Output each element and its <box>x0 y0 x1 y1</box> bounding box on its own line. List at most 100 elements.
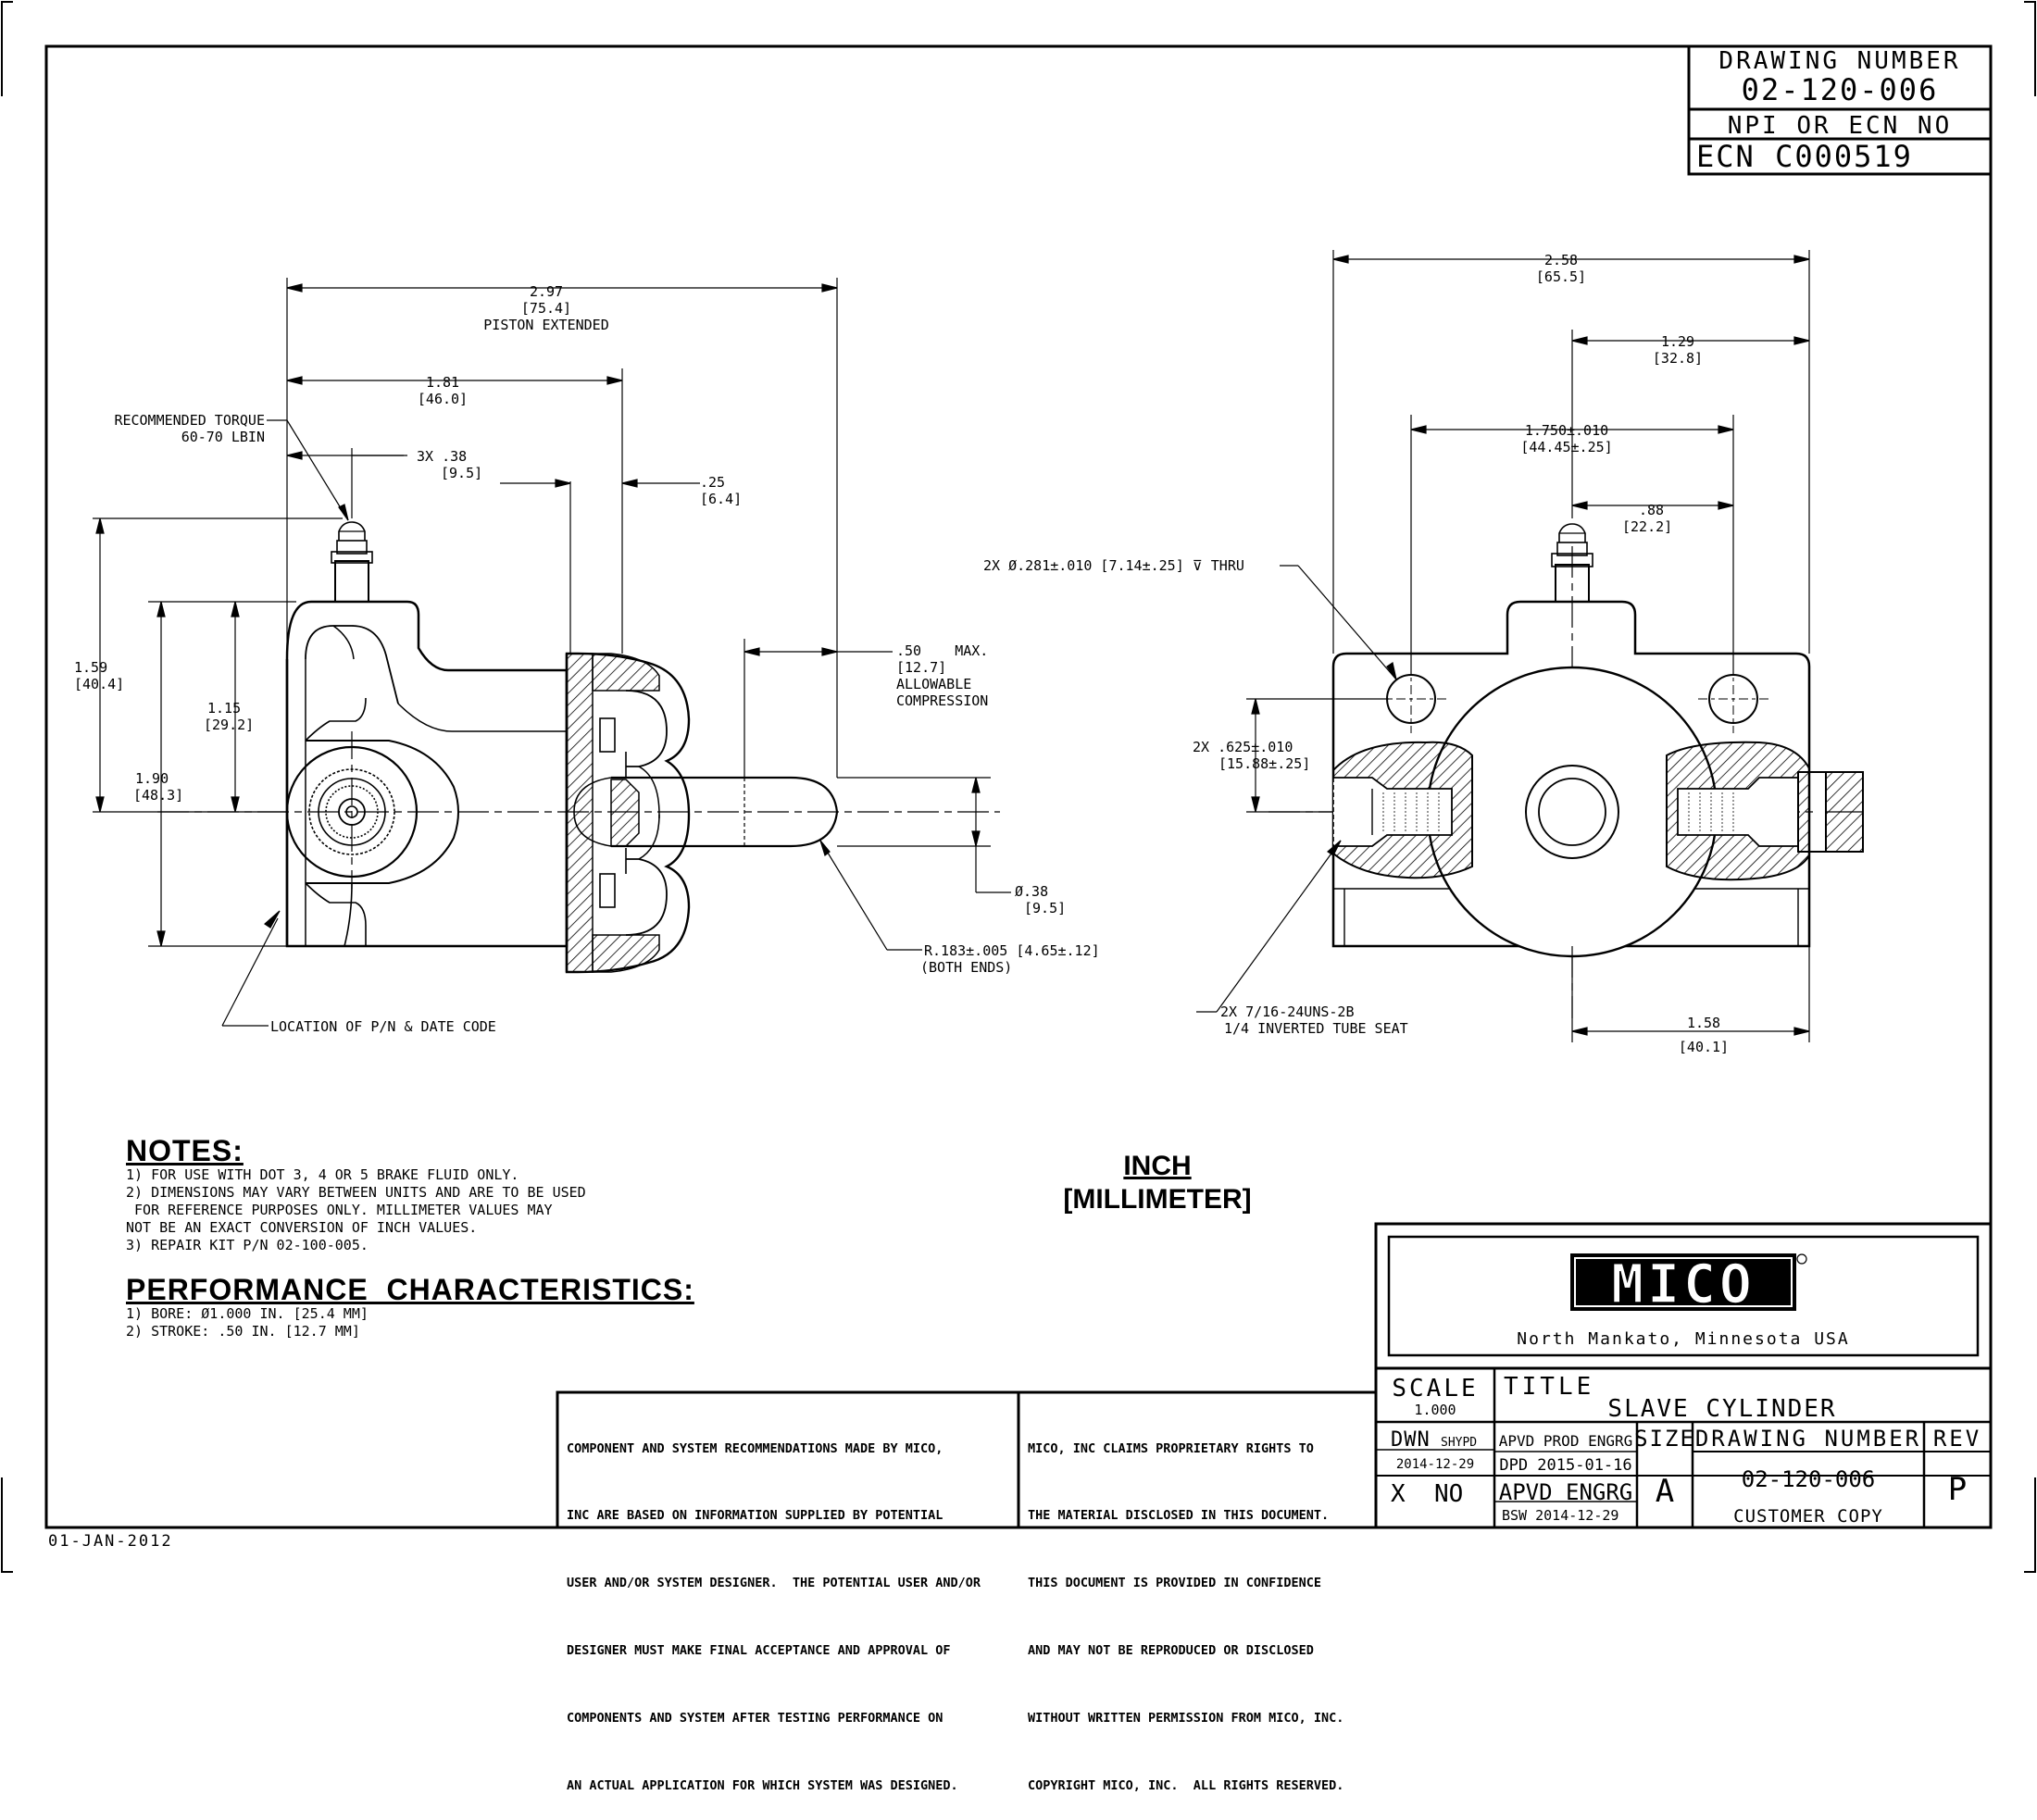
title-block-text: SCALE 1.000 TITLE SLAVE CYLINDER DWN SHY… <box>1391 1373 1981 1527</box>
mico-logo-text: MICO <box>1611 1253 1756 1315</box>
right-view <box>1268 523 1864 1018</box>
top-title-box <box>1687 44 1993 176</box>
dim-297-note: PISTON EXTENDED <box>483 317 608 333</box>
units-primary: INCH <box>1123 1151 1192 1181</box>
apvd-engrg-label: APVD ENGRG <box>1499 1479 1633 1505</box>
dim-1750-mm: [44.45±.25] <box>1520 439 1612 455</box>
dim-297: 2.97 <box>530 283 563 300</box>
dim-258-mm: [65.5] <box>1536 268 1586 285</box>
title-block-frame <box>556 1222 1993 1529</box>
notes-section: NOTES: 1) FOR USE WITH DOT 3, 4 OR 5 BRA… <box>126 1135 719 1254</box>
dim-115: 1.15 <box>207 700 241 717</box>
dim-115-mm: [29.2] <box>204 717 254 733</box>
scale-label: SCALE <box>1392 1375 1478 1402</box>
dim-159: 1.59 <box>74 659 107 676</box>
performance-line: 1) BORE: Ø1.000 IN. [25.4 MM] <box>126 1305 369 1322</box>
units-legend: INCH [MILLIMETER] <box>1046 1150 1268 1216</box>
dim-625-mm: [15.88±.25] <box>1218 755 1310 772</box>
units-secondary: [MILLIMETER] <box>1063 1184 1252 1215</box>
customer-copy: CUSTOMER COPY <box>1733 1506 1883 1527</box>
dim-r183: R.183±.005 [4.65±.12] <box>924 942 1100 959</box>
dim-50-note1: ALLOWABLE <box>896 676 971 692</box>
dim-190: 1.90 <box>135 770 169 787</box>
note-line: 1) FOR USE WITH DOT 3, 4 OR 5 BRAKE FLUI… <box>126 1166 519 1183</box>
disclaimer-line: WITHOUT WRITTEN PERMISSION FROM MICO, IN… <box>1028 1711 1344 1727</box>
note-line: NOT BE AN EXACT CONVERSION OF INCH VALUE… <box>126 1219 478 1236</box>
dwg-number: 02-120-006 <box>1742 1466 1876 1492</box>
size-value: A <box>1656 1473 1674 1510</box>
dim-181-mm: [46.0] <box>418 391 468 407</box>
dim-88-mm: [22.2] <box>1622 518 1672 535</box>
dim-50-note2: COMPRESSION <box>896 692 988 709</box>
dim-190-mm: [48.3] <box>133 787 183 804</box>
torque-line1: RECOMMENDED TORQUE <box>114 412 265 429</box>
xno: X NO <box>1391 1480 1463 1508</box>
rev-label: REV <box>1933 1426 1981 1452</box>
corner-marks <box>1 1 2036 1573</box>
apvd-engrg-value: BSW 2014-12-29 <box>1502 1507 1618 1524</box>
dim-dia38: Ø.38 <box>1015 883 1048 900</box>
dim-181: 1.81 <box>426 374 459 391</box>
dim-50-mm: [12.7] <box>896 659 946 676</box>
dim-3x38: 3X .38 <box>417 448 467 465</box>
thread-note1: 2X 7/16-24UNS-2B <box>1220 1003 1355 1020</box>
left-dims <box>93 278 1011 1027</box>
performance-line: 2) STROKE: .50 IN. [12.7 MM] <box>126 1323 360 1340</box>
disclaimer-line: COMPONENTS AND SYSTEM AFTER TESTING PERF… <box>567 1711 944 1727</box>
dim-158: 1.58 <box>1687 1015 1720 1031</box>
size-label: SIZE <box>1634 1426 1695 1452</box>
dim-1750: 1.750±.010 <box>1525 422 1608 439</box>
dim-dia38-mm: [9.5] <box>1024 900 1066 916</box>
dim-50: .50 MAX. <box>896 642 988 659</box>
note-line: 2) DIMENSIONS MAY VARY BETWEEN UNITS AND… <box>126 1184 586 1201</box>
dwn-by: SHYPD <box>1441 1436 1477 1450</box>
disclaimer-line: USER AND/OR SYSTEM DESIGNER. THE POTENTI… <box>567 1576 981 1591</box>
disclaimer-line: COPYRIGHT MICO, INC. ALL RIGHTS RESERVED… <box>1028 1778 1344 1794</box>
disclaimer-line: INC ARE BASED ON INFORMATION SUPPLIED BY… <box>567 1508 944 1524</box>
company-location: North Mankato, Minnesota USA <box>1517 1329 1849 1349</box>
footer-date: 01-JAN-2012 <box>48 1532 173 1551</box>
dim-3x38-mm: [9.5] <box>441 465 482 481</box>
notes-heading: NOTES: <box>126 1134 244 1167</box>
dim-625: 2X .625±.010 <box>1193 739 1293 755</box>
dim-158-mm: [40.1] <box>1679 1039 1729 1055</box>
dwg-number-label: DRAWING NUMBER <box>1695 1426 1921 1452</box>
scale-value: 1.000 <box>1414 1402 1456 1418</box>
disclaimer-line: DESIGNER MUST MAKE FINAL ACCEPTANCE AND … <box>567 1643 951 1659</box>
top-dwg-label: DRAWING NUMBER <box>1718 47 1960 75</box>
left-view <box>157 521 1000 974</box>
apvd-prod-label: APVD PROD ENGRG <box>1499 1432 1633 1450</box>
title-label: TITLE <box>1504 1373 1594 1401</box>
title-value: SLAVE CYLINDER <box>1607 1395 1836 1423</box>
disclaimer-line: AN ACTUAL APPLICATION FOR WHICH SYSTEM W… <box>567 1778 958 1794</box>
loc-note: LOCATION OF P/N & DATE CODE <box>270 1018 496 1035</box>
thread-note2: 1/4 INVERTED TUBE SEAT <box>1224 1020 1408 1037</box>
hole-note: 2X Ø.281±.010 [7.14±.25] ⊽ THRU <box>983 557 1244 574</box>
dim-r183-note: (BOTH ENDS) <box>920 959 1012 976</box>
mico-logo: MICO <box>1570 1252 1807 1316</box>
top-npi-label: NPI OR ECN NO <box>1728 112 1953 140</box>
dim-129-mm: [32.8] <box>1653 350 1703 367</box>
dim-258: 2.58 <box>1544 252 1578 268</box>
drawing-canvas: DRAWING NUMBER 02-120-006 NPI OR ECN NO … <box>1 1 2036 1573</box>
performance-section: PERFORMANCE CHARACTERISTICS: 1) BORE: Ø1… <box>126 1274 774 1340</box>
dim-88: .88 <box>1639 502 1664 518</box>
disclaimer-line: AND MAY NOT BE REPRODUCED OR DISCLOSED <box>1028 1643 1314 1659</box>
rev-value: P <box>1948 1471 1967 1508</box>
disclaimer-line: MICO, INC CLAIMS PROPRIETARY RIGHTS TO <box>1028 1440 1314 1456</box>
dim-25: .25 <box>700 474 725 491</box>
dim-25-mm: [6.4] <box>700 491 742 507</box>
disclaimer-line: THIS DOCUMENT IS PROVIDED IN CONFIDENCE <box>1028 1576 1321 1591</box>
torque-line2: 60-70 LBIN <box>181 429 265 445</box>
dim-129: 1.29 <box>1661 333 1694 350</box>
left-labels: 2.97 [75.4] PISTON EXTENDED 1.81 [46.0] … <box>74 283 1100 1035</box>
top-dwg-number: 02-120-006 <box>1742 72 1939 107</box>
dwn-label: DWN <box>1391 1428 1431 1452</box>
disclaimer-right: MICO, INC CLAIMS PROPRIETARY RIGHTS TO T… <box>1028 1392 1343 1820</box>
right-dims <box>1196 250 1810 1042</box>
note-line: 3) REPAIR KIT P/N 02-100-005. <box>126 1237 369 1253</box>
dim-159-mm: [40.4] <box>74 676 124 692</box>
disclaimer-line: COMPONENT AND SYSTEM RECOMMENDATIONS MAD… <box>567 1440 944 1456</box>
top-ecn: ECN C000519 <box>1696 139 1913 174</box>
disclaimer-left: COMPONENT AND SYSTEM RECOMMENDATIONS MAD… <box>567 1392 981 1820</box>
